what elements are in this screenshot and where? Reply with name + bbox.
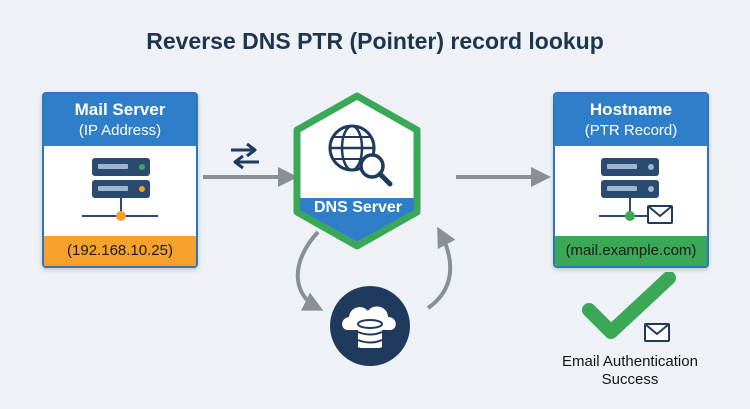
hostname-card: Hostname (PTR Record) (mail.example.com) <box>553 92 709 268</box>
exchange-arrows-icon <box>231 142 259 170</box>
mail-server-ip: (192.168.10.25) <box>44 236 196 266</box>
server-rack-icon <box>82 158 158 221</box>
cloud-database-node <box>330 286 410 366</box>
mail-server-header: Mail Server (IP Address) <box>44 94 196 146</box>
success-line-1: Email Authentication <box>562 353 698 370</box>
hostname-art <box>555 146 707 236</box>
cloud-database-icon <box>342 306 396 352</box>
dns-server-node <box>293 92 421 250</box>
mail-server-title: Mail Server <box>74 100 166 119</box>
hostname-subtitle: (PTR Record) <box>584 122 678 139</box>
arrow-dns-to-database <box>295 230 324 311</box>
mail-server-card: Mail Server (IP Address) (192.168.10.25) <box>42 92 198 268</box>
checkmark-envelope-icon <box>582 272 676 342</box>
success-caption: Email Authentication Success <box>540 353 720 389</box>
arrow-database-to-dns <box>426 226 456 310</box>
mail-server-art <box>44 146 196 236</box>
dns-server-label: DNS Server <box>313 199 403 216</box>
page-title: Reverse DNS PTR (Pointer) record lookup <box>146 28 604 54</box>
server-envelope-icon <box>599 158 673 224</box>
hostname-ptr-value: (mail.example.com) <box>555 236 707 266</box>
hostname-title: Hostname <box>589 100 673 119</box>
globe-search-icon <box>328 124 393 187</box>
hostname-header: Hostname (PTR Record) <box>555 94 707 146</box>
success-line-2: Success <box>601 371 659 388</box>
mail-server-subtitle: (IP Address) <box>78 122 162 139</box>
